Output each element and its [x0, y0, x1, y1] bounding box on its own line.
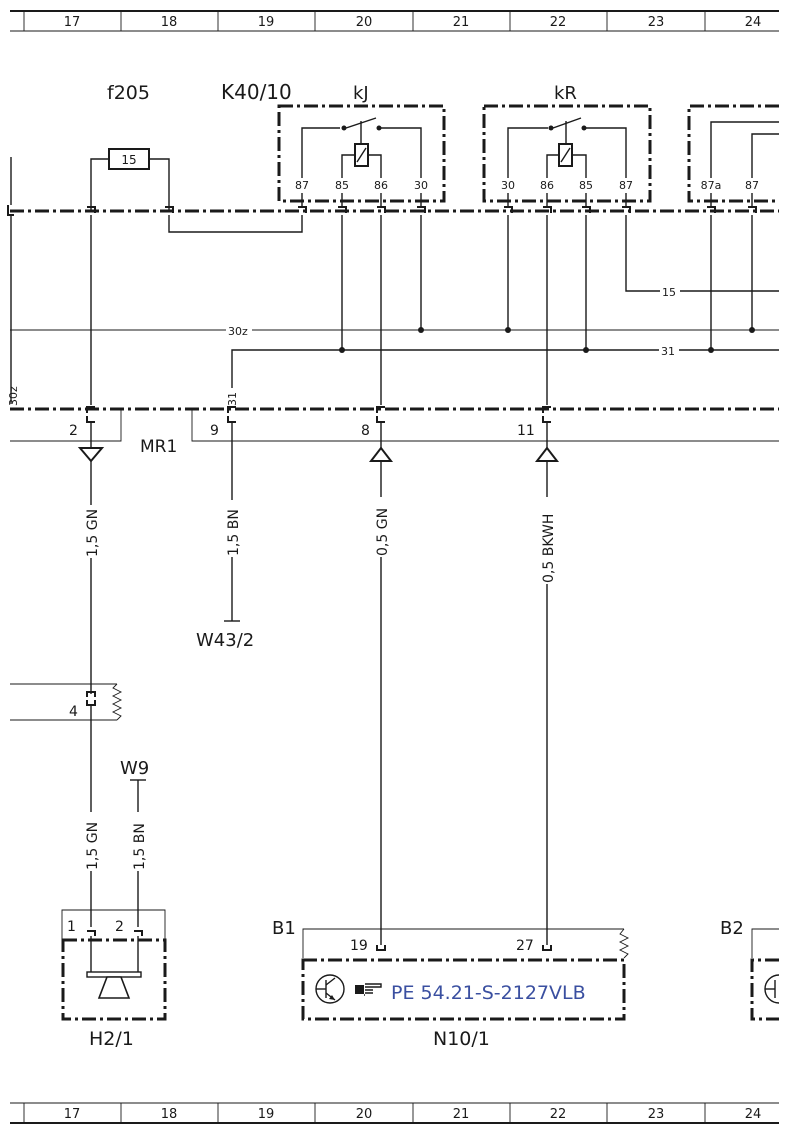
n10-pin-19: 19	[350, 938, 368, 954]
bus-31: 31 31	[226, 215, 779, 406]
kj-pin-86: 86	[374, 179, 388, 192]
connector-marks-top	[7, 205, 757, 216]
relay-kr-label: kR	[554, 83, 577, 104]
third-pin-87a: 87a	[701, 179, 722, 192]
top-col-18: 18	[161, 15, 178, 30]
kr-pin-85: 85	[579, 179, 593, 192]
relay-module-label: K40/10	[221, 80, 292, 104]
bus-30z: 30z	[10, 215, 779, 338]
connector-pin4: 4	[10, 683, 123, 721]
horn-pin-1: 1	[67, 919, 76, 935]
horn-pin-2: 2	[115, 919, 124, 935]
top-col-21: 21	[453, 15, 470, 30]
mr1-pin-2: 2	[69, 423, 78, 439]
b1-label: B1	[272, 918, 296, 939]
bottom-col-18: 18	[161, 1107, 178, 1122]
bus-30z-label: 30z	[228, 325, 248, 338]
top-col-22: 22	[550, 15, 567, 30]
top-grid-ruler: 17 18 19 20 21 22 23 24	[10, 10, 779, 32]
b2-label: B2	[720, 918, 744, 939]
wire-15bn-lower: W9 1,5 BN	[120, 758, 149, 927]
top-col-24: 24	[745, 15, 762, 30]
ground-w9-label: W9	[120, 758, 149, 779]
wire-label-15gn-b: 1,5 GN	[85, 822, 101, 870]
kr-pin-86: 86	[540, 179, 554, 192]
bus-31-label: 31	[661, 345, 675, 358]
bottom-col-21: 21	[453, 1107, 470, 1122]
top-col-17: 17	[64, 15, 81, 30]
fuse-value: 15	[121, 153, 136, 167]
top-col-23: 23	[648, 15, 665, 30]
mr1-label: MR1	[140, 437, 177, 457]
fuse-f205: 15	[90, 148, 170, 210]
top-col-20: 20	[356, 15, 373, 30]
document-reference-link[interactable]: PE 54.21-S-2127VLB	[391, 982, 586, 1004]
relay-kj-label: kJ	[353, 83, 369, 104]
ground-w43-2-label: W43/2	[196, 630, 254, 651]
mr1-connector: 2 9 8 11 MR1	[10, 406, 779, 457]
mr1-pin-9: 9	[210, 423, 219, 439]
horn-label: H2/1	[89, 1028, 134, 1050]
kj-pin-30: 30	[414, 179, 428, 192]
kr-pin-87: 87	[619, 179, 633, 192]
wire-05bkwh: 0,5 BKWH	[534, 422, 560, 945]
wire-15gn-upper: 1,5 GN	[77, 422, 105, 694]
bottom-col-22: 22	[550, 1107, 567, 1122]
kj-pin-87: 87	[295, 179, 309, 192]
top-col-19: 19	[258, 15, 275, 30]
wire-label-05gn: 0,5 GN	[375, 508, 391, 556]
bottom-col-24: 24	[745, 1107, 762, 1122]
module-n10-1: B1 19 27 PE 54.21-S-2127VLB N10/1	[272, 918, 630, 1050]
fuse-to-kj87-wire	[168, 215, 303, 233]
pointing-hand-icon	[355, 983, 382, 996]
wire-label-15gn-a: 1,5 GN	[85, 509, 101, 557]
mr1-pin-11: 11	[517, 423, 535, 439]
kr-pin-30: 30	[501, 179, 515, 192]
bottom-grid-ruler: 17 18 19 20 21 22 23 24	[10, 1102, 779, 1124]
relay-third-partial: 87a 87	[687, 104, 779, 203]
mr1-pin-8: 8	[361, 423, 370, 439]
module-b2-partial: B2	[720, 918, 780, 1021]
fuse-f205-label: f205	[107, 82, 150, 104]
bus-15: 15	[625, 215, 779, 299]
wire-05gn: 0,5 GN	[368, 422, 394, 945]
kj-pin-85: 85	[335, 179, 349, 192]
bus-15-label: 15	[662, 286, 676, 299]
horn-icon	[97, 976, 131, 999]
left-30z-label: 30z	[7, 386, 20, 406]
wire-label-05bkwh: 0,5 BKWH	[541, 514, 557, 583]
n10-pin-27: 27	[516, 938, 534, 954]
pin-4-label: 4	[69, 704, 78, 720]
relay-pin-wires	[301, 193, 753, 207]
transistor-icon	[315, 974, 345, 1004]
vertical-31-label: 31	[226, 392, 239, 406]
module-n10-1-label: N10/1	[433, 1028, 490, 1050]
third-pin-87: 87	[745, 179, 759, 192]
wire-label-15bn-a: 1,5 BN	[226, 509, 242, 556]
horn-h2-1: 1 2 H2/1	[61, 909, 167, 1050]
wire-15bn-upper: 1,5 BN W43/2	[196, 422, 254, 651]
relay-kr: 30 86 85 87	[482, 104, 652, 203]
bottom-col-23: 23	[648, 1107, 665, 1122]
bottom-col-17: 17	[64, 1107, 81, 1122]
wire-15gn-lower: 1,5 GN	[85, 705, 101, 927]
bottom-col-19: 19	[258, 1107, 275, 1122]
bottom-col-20: 20	[356, 1107, 373, 1122]
relay-kj: 87 85 86 30	[277, 104, 446, 203]
wire-label-15bn-b: 1,5 BN	[132, 823, 148, 870]
